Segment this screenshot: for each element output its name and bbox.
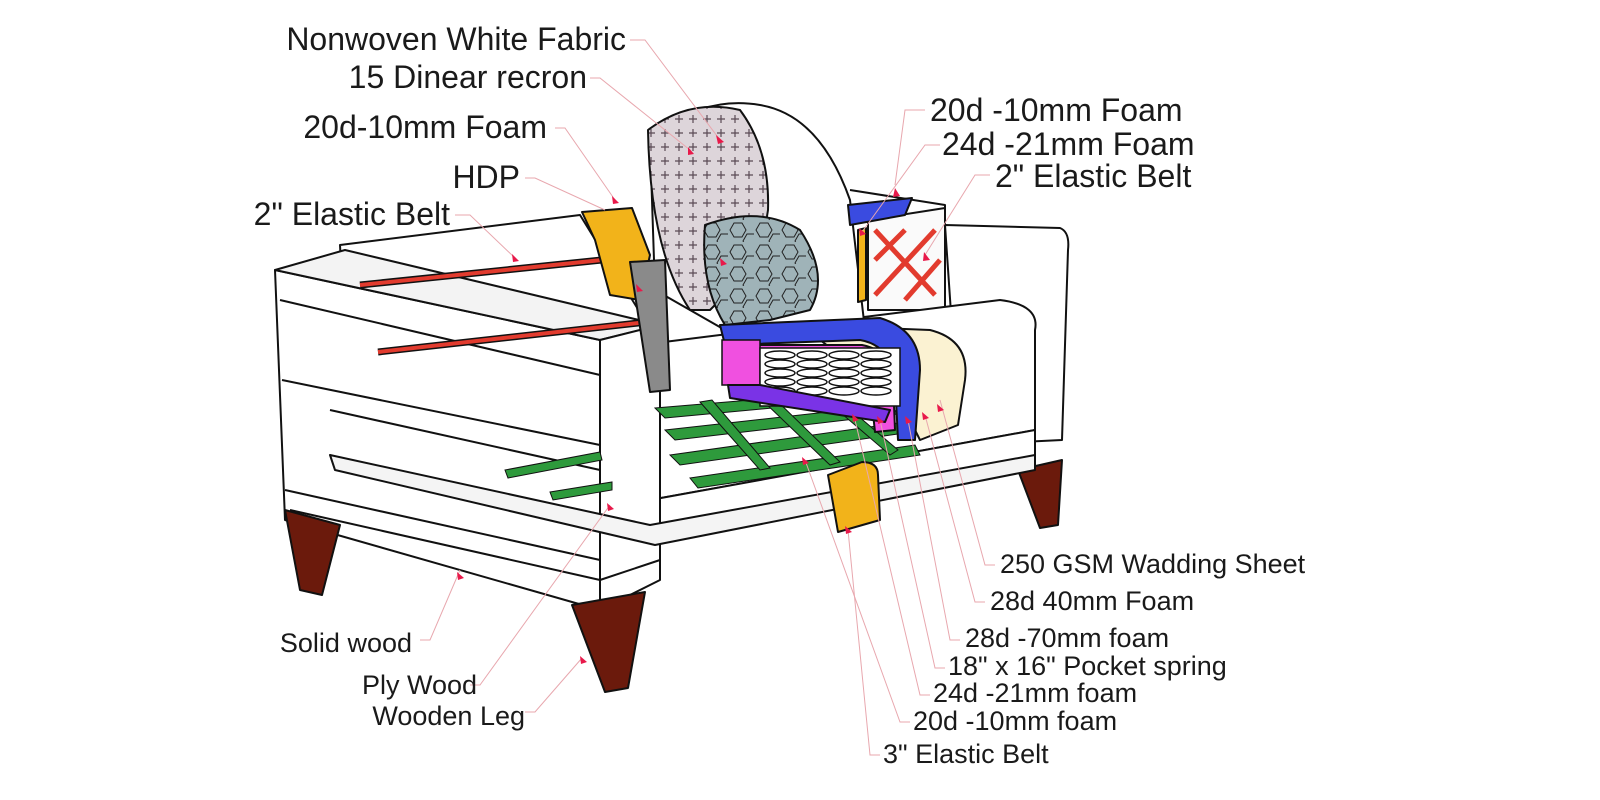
wooden-leg-front-left bbox=[285, 510, 340, 595]
label-wooden-leg: Wooden Leg bbox=[372, 701, 525, 731]
label-foam-24d-21mm: 24d -21mm foam bbox=[933, 678, 1137, 708]
label-foam-24d-back: 24d -21mm Foam bbox=[942, 126, 1195, 162]
label-pocket-spring: 18" x 16" Pocket spring bbox=[948, 651, 1227, 681]
wooden-leg-front-right bbox=[572, 592, 645, 692]
label-elastic-belt-right: 2" Elastic Belt bbox=[995, 158, 1191, 194]
sofa-body bbox=[275, 103, 1068, 692]
right-arm-truss bbox=[868, 208, 945, 310]
label-ply-wood: Ply Wood bbox=[362, 670, 477, 700]
label-foam-20d-back: 20d -10mm Foam bbox=[930, 92, 1183, 128]
label-foam-28d-40mm: 28d 40mm Foam bbox=[990, 586, 1194, 616]
elastic-belt-3in bbox=[828, 462, 880, 532]
recron-layer bbox=[704, 216, 818, 325]
label-foam-20d-10mm: 20d -10mm foam bbox=[913, 706, 1117, 736]
label-foam-28d-70mm: 28d -70mm foam bbox=[965, 623, 1169, 653]
label-foam-left: 20d-10mm Foam bbox=[303, 109, 547, 145]
label-wadding-sheet: 250 GSM Wadding Sheet bbox=[1000, 549, 1306, 579]
backrest-foam-24d bbox=[858, 228, 866, 302]
label-elastic-belt-left: 2" Elastic Belt bbox=[254, 196, 450, 232]
label-hdp: HDP bbox=[452, 159, 520, 195]
side-foam-magenta bbox=[722, 340, 760, 385]
label-nonwoven-white-fabric: Nonwoven White Fabric bbox=[286, 21, 626, 57]
label-solid-wood: Solid wood bbox=[280, 628, 412, 658]
label-elastic-belt-3in: 3" Elastic Belt bbox=[883, 739, 1049, 769]
label-recron: 15 Dinear recron bbox=[349, 59, 587, 95]
